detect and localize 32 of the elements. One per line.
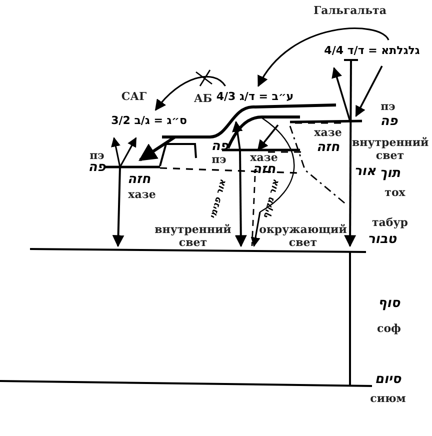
label-text: соф: [376, 322, 402, 335]
hebrew-label: אור: [353, 164, 377, 179]
formula-text: גלגלתא = ד/ד 4/4: [324, 44, 420, 56]
label-text: окружающий свет: [259, 223, 347, 249]
hebrew-label: תוך: [378, 166, 402, 181]
label-text: пэ: [380, 100, 396, 113]
label-text: САГ: [120, 90, 148, 103]
label-text: АБ: [192, 92, 214, 105]
hebrew-label: פה: [379, 114, 399, 129]
hebrew-label: טבור: [366, 232, 398, 247]
hebrew-label: אור פנימי: [208, 178, 230, 222]
hebrew-label: חזה: [126, 172, 152, 187]
label-text: Гальгальта: [312, 4, 388, 17]
hebrew-label: סיום: [374, 372, 402, 387]
curved-arrow: [154, 76, 226, 111]
formula-text: ס״ג = ג/ב 3/2: [111, 114, 187, 126]
hebrew-label: חזה: [315, 140, 341, 155]
curved-arrow: [258, 28, 390, 87]
hebrew-label: סוף: [376, 296, 402, 311]
label-text: внутренний свет: [154, 223, 232, 249]
label-text: внутренний свет: [352, 136, 428, 162]
label-text: тох: [384, 186, 406, 199]
label-text: пэ: [88, 149, 106, 162]
label-text: хазе: [249, 151, 279, 164]
formula-text: ע״ב = ד/ג 4/3: [216, 90, 294, 102]
label-text: хазе: [127, 188, 157, 201]
label-text: пэ: [210, 153, 228, 166]
label-text: сиюм: [369, 392, 407, 405]
hebrew-label: פה: [87, 160, 107, 175]
hebrew-label: אור מקיף: [260, 178, 283, 222]
label-text: хазе: [313, 126, 343, 139]
label-text: табур: [370, 216, 409, 229]
